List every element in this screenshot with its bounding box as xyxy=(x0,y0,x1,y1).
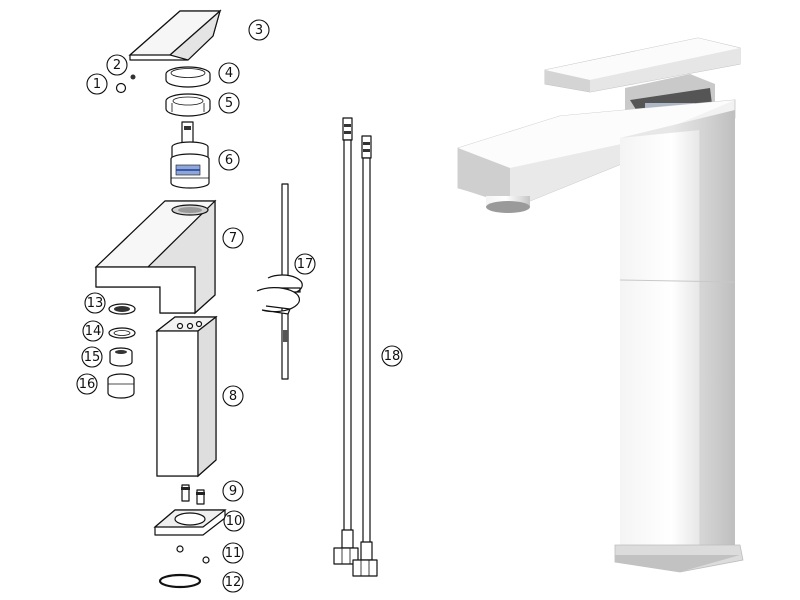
callout-circle-18 xyxy=(381,345,403,367)
callout-number-12: 12 xyxy=(225,575,242,590)
callout-5: 5 xyxy=(218,92,240,114)
callout-circle-2 xyxy=(106,54,128,76)
part-8-base-pillar xyxy=(155,315,218,478)
callout-2: 2 xyxy=(106,54,128,76)
callout-11: 11 xyxy=(222,542,244,564)
callout-number-11: 11 xyxy=(225,546,242,561)
callout-number-18: 18 xyxy=(384,349,401,364)
callout-13: 13 xyxy=(84,292,106,314)
callout-3: 3 xyxy=(248,19,270,41)
callout-12: 12 xyxy=(222,571,244,593)
part-2-grub-screw xyxy=(130,74,136,80)
callout-circle-7 xyxy=(222,227,244,249)
part-18-flex-hoses xyxy=(333,117,378,577)
callout-circle-3 xyxy=(248,19,270,41)
callout-14: 14 xyxy=(82,320,104,342)
callout-circle-10 xyxy=(223,510,245,532)
callout-17: 17 xyxy=(294,253,316,275)
callout-15: 15 xyxy=(81,346,103,368)
callout-circle-8 xyxy=(222,385,244,407)
part-3-handle xyxy=(128,9,222,61)
part-17-threaded-rod xyxy=(256,183,303,380)
callout-circle-1 xyxy=(86,73,108,95)
callout-number-8: 8 xyxy=(229,389,237,404)
callout-number-10: 10 xyxy=(226,514,243,529)
part-11-screws xyxy=(176,545,210,564)
callout-number-14: 14 xyxy=(85,324,102,339)
callout-number-15: 15 xyxy=(84,350,101,365)
callout-number-2: 2 xyxy=(113,58,121,73)
part-13-washer xyxy=(108,303,136,315)
part-14-ring xyxy=(108,327,136,339)
callout-8: 8 xyxy=(222,385,244,407)
callout-circle-5 xyxy=(218,92,240,114)
callout-number-1: 1 xyxy=(93,77,101,92)
callout-number-3: 3 xyxy=(255,23,263,38)
callout-1: 1 xyxy=(86,73,108,95)
callout-circle-11 xyxy=(222,542,244,564)
part-4-cover-ring xyxy=(165,66,211,88)
part-16-aerator-housing xyxy=(107,373,135,399)
callout-circle-6 xyxy=(218,149,240,171)
part-5-nut xyxy=(165,93,211,117)
callout-16: 16 xyxy=(76,373,98,395)
callout-circle-12 xyxy=(222,571,244,593)
callout-number-9: 9 xyxy=(229,484,237,499)
callout-circle-4 xyxy=(218,62,240,84)
part-9-studs xyxy=(181,484,205,505)
callout-number-16: 16 xyxy=(79,377,96,392)
callout-6: 6 xyxy=(218,149,240,171)
callout-circle-17 xyxy=(294,253,316,275)
callout-circle-13 xyxy=(84,292,106,314)
callout-circle-9 xyxy=(222,480,244,502)
callout-number-17: 17 xyxy=(297,257,314,272)
callout-circle-14 xyxy=(82,320,104,342)
assembled-faucet-render xyxy=(457,37,744,573)
part-10-base-plate xyxy=(153,509,227,536)
part-6-cartridge xyxy=(170,121,210,189)
callout-number-5: 5 xyxy=(225,96,233,111)
part-12-o-ring xyxy=(158,573,202,589)
callout-10: 10 xyxy=(223,510,245,532)
callout-18: 18 xyxy=(381,345,403,367)
callout-number-4: 4 xyxy=(225,66,233,81)
part-1-screw xyxy=(115,82,127,94)
callout-number-7: 7 xyxy=(229,231,237,246)
callout-9: 9 xyxy=(222,480,244,502)
callout-circle-16 xyxy=(76,373,98,395)
part-15-aerator-insert xyxy=(109,347,133,367)
callout-4: 4 xyxy=(218,62,240,84)
callout-number-6: 6 xyxy=(225,153,233,168)
part-7-spout-body xyxy=(94,199,217,315)
callout-circle-15 xyxy=(81,346,103,368)
callout-number-13: 13 xyxy=(87,296,104,311)
callout-7: 7 xyxy=(222,227,244,249)
